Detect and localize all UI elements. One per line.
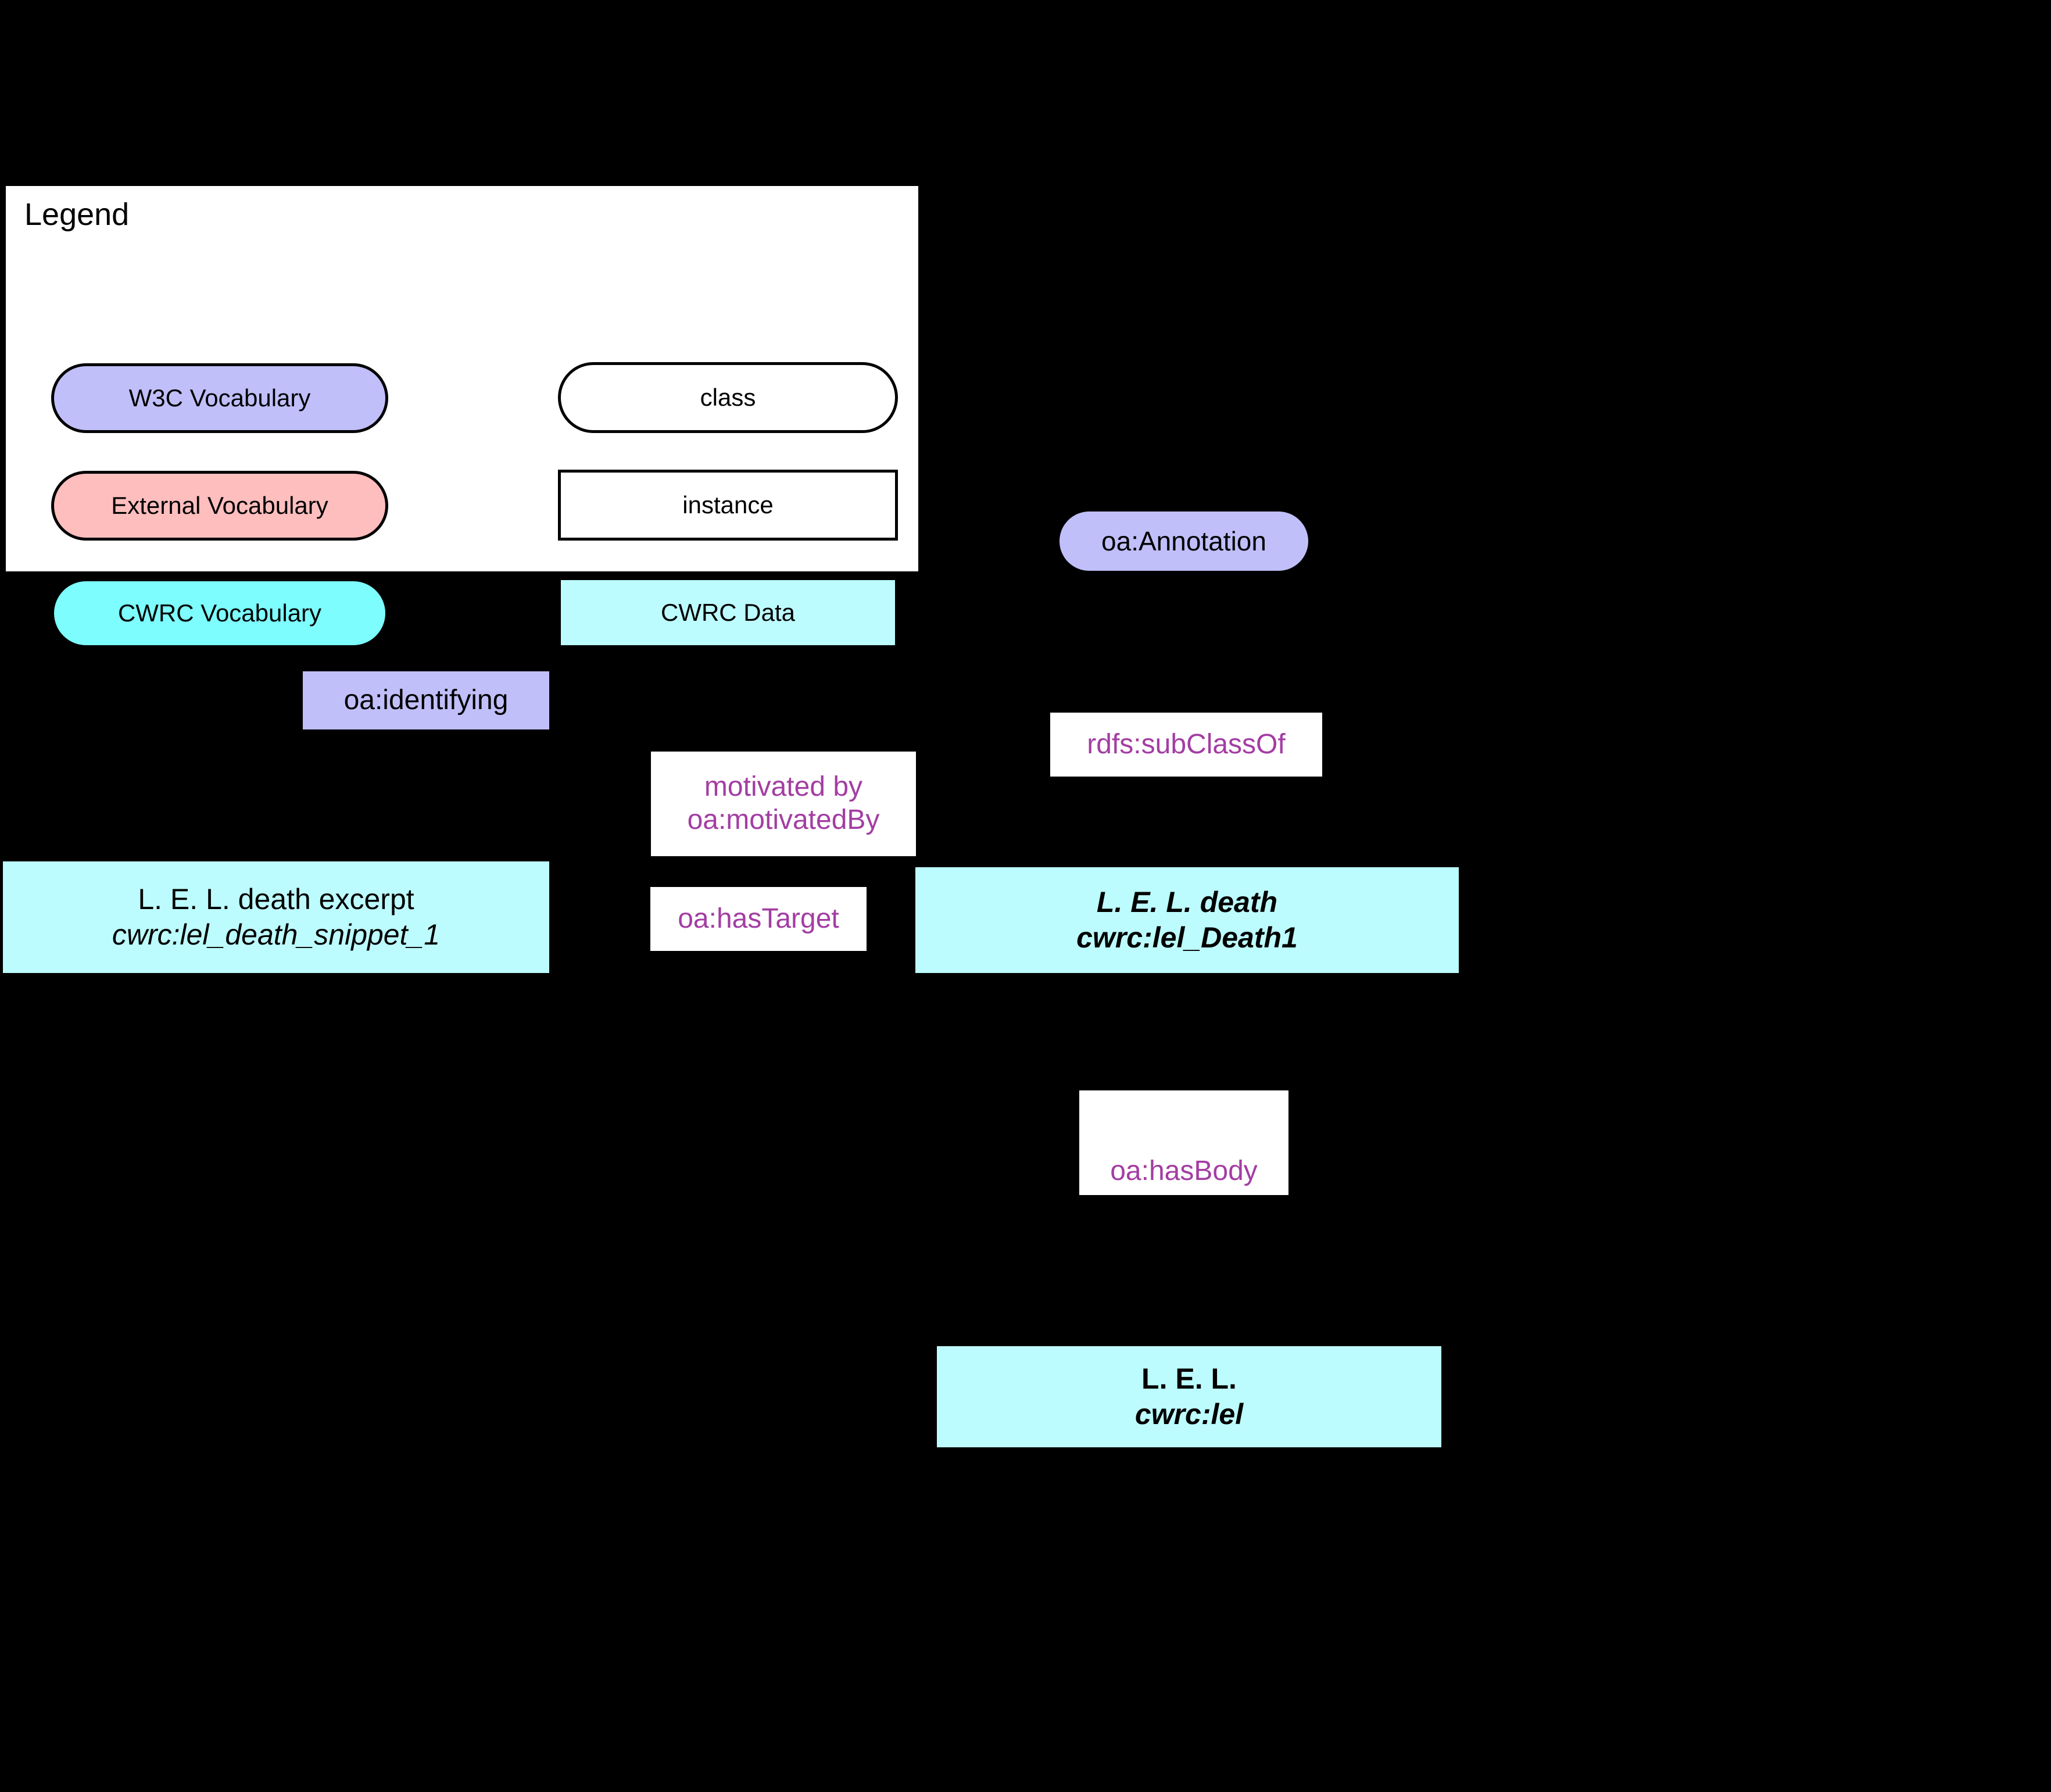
node-oa-annotation-label: oa:Annotation <box>1101 526 1266 556</box>
legend-swatch-class: class <box>558 362 898 433</box>
node-lel-death-excerpt-uri: cwrc:lel_death_snippet_1 <box>112 918 441 951</box>
node-lel-death-excerpt[interactable]: L. E. L. death excerpt cwrc:lel_death_sn… <box>3 861 549 973</box>
legend-label-external-vocabulary: External Vocabulary <box>111 492 328 519</box>
edge-label-motivated-by: motivated by oa:motivatedBy <box>651 752 916 856</box>
node-lel-title: L. E. L. <box>1141 1362 1237 1395</box>
legend-swatch-instance: instance <box>558 470 898 541</box>
node-lel-death-uri: cwrc:lel_Death1 <box>1076 921 1298 954</box>
edge-label-oa-identifying-text: oa:identifying <box>343 684 509 716</box>
edge-label-motivated-by-line2: oa:motivatedBy <box>687 804 880 835</box>
legend-title: Legend <box>24 197 130 232</box>
legend-swatch-w3c-vocabulary: W3C Vocabulary <box>51 363 388 433</box>
node-lel-uri: cwrc:lel <box>1134 1398 1244 1430</box>
edge-label-oa-hastarget: oa:hasTarget <box>650 887 867 951</box>
edge-label-rdfs-subclassof-text: rdfs:subClassOf <box>1087 728 1286 760</box>
legend-swatch-cwrc-vocabulary: CWRC Vocabulary <box>51 578 388 648</box>
node-lel[interactable]: L. E. L. cwrc:lel <box>937 1346 1441 1447</box>
legend-swatch-cwrc-data: CWRC Data <box>558 577 898 648</box>
legend-panel: Legend W3C Vocabulary External Vocabular… <box>6 186 918 648</box>
edge-label-oa-hasbody: oa:hasBody <box>1079 1090 1288 1195</box>
edge-label-motivated-by-line1: motivated by <box>704 771 863 803</box>
node-lel-death-excerpt-title: L. E. L. death excerpt <box>138 883 414 915</box>
legend-label-instance: instance <box>682 491 774 518</box>
edge-label-oa-hasbody-text: oa:hasBody <box>1110 1156 1258 1187</box>
node-lel-death[interactable]: L. E. L. death cwrc:lel_Death1 <box>915 867 1459 973</box>
legend-label-w3c-vocabulary: W3C Vocabulary <box>128 384 311 412</box>
node-oa-annotation[interactable]: oa:Annotation <box>1059 512 1308 571</box>
legend-swatch-external-vocabulary: External Vocabulary <box>51 471 388 541</box>
legend-label-cwrc-vocabulary: CWRC Vocabulary <box>117 599 322 627</box>
node-lel-death-title: L. E. L. death <box>1096 886 1278 918</box>
edge-label-rdfs-subclassof: rdfs:subClassOf <box>1050 713 1322 777</box>
legend-label-class: class <box>700 384 756 411</box>
edge-label-oa-identifying: oa:identifying <box>303 671 549 729</box>
legend-label-cwrc-data: CWRC Data <box>660 599 796 626</box>
edge-label-oa-hastarget-text: oa:hasTarget <box>678 903 839 934</box>
